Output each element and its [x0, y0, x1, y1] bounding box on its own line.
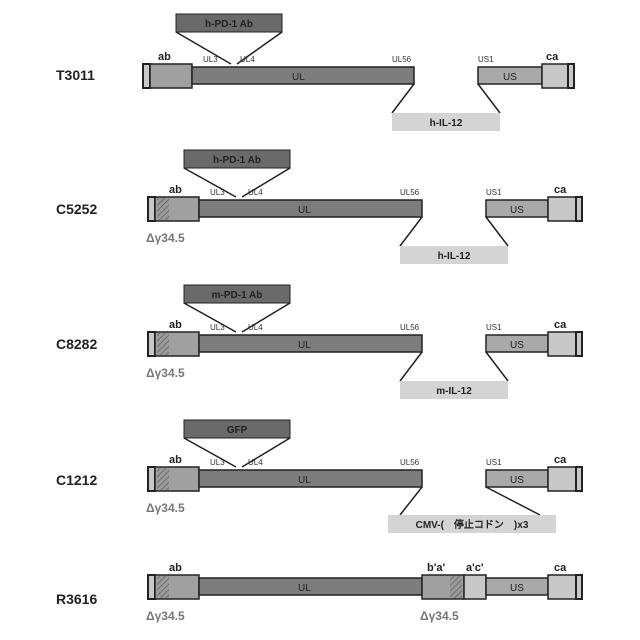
ca-region: [542, 64, 568, 88]
ab-label: ab: [158, 51, 171, 63]
bottom-insert-connector-right: [486, 217, 508, 246]
deletion-label-right: Δγ34.5: [420, 609, 459, 623]
ul-label: UL: [298, 475, 311, 486]
construct-name: C1212: [56, 472, 97, 488]
deletion-label: Δγ34.5: [146, 366, 185, 380]
construct-c5252: C5252 ab UL US ca UL3 UL4 UL56 US1 Δγ34.…: [56, 150, 582, 264]
top-insert-label: m-PD-1 Ab: [212, 290, 263, 301]
ab-label: ab: [169, 562, 182, 574]
top-insert-connector-right: [242, 303, 290, 332]
us-label: US: [510, 475, 524, 486]
bottom-insert-connector-right: [486, 487, 540, 515]
us-label: US: [503, 72, 517, 83]
top-insert-label: h-PD-1 Ab: [213, 155, 261, 166]
us-label: US: [510, 340, 524, 351]
ab-label: ab: [169, 454, 182, 466]
gene-ul56-label: UL56: [400, 188, 420, 197]
terminal-cap-left: [148, 332, 155, 356]
ab-label: ab: [169, 319, 182, 331]
gene-us1-label: US1: [486, 323, 502, 332]
deletion-hatch: [157, 468, 169, 490]
gene-ul56-label: UL56: [400, 323, 420, 332]
deletion-hatch: [157, 576, 169, 598]
ca-label: ca: [554, 184, 567, 196]
ul-label: UL: [292, 72, 305, 83]
terminal-cap-left: [148, 575, 155, 599]
us-label: US: [510, 205, 524, 216]
terminal-cap-left: [143, 64, 150, 88]
ca-region: [548, 332, 576, 356]
bottom-insert-connector-left: [400, 217, 422, 246]
gene-us1-label: US1: [486, 458, 502, 467]
construct-c1212: C1212 ab UL US ca UL3 UL4 UL56 US1 Δγ34.…: [56, 420, 582, 533]
terminal-cap-right: [576, 332, 582, 356]
ca-label: ca: [554, 562, 567, 574]
ca-label: ca: [554, 319, 567, 331]
bottom-insert-connector-right: [478, 84, 500, 113]
deletion-hatch-inner: [450, 576, 462, 598]
gene-ul56-label: UL56: [400, 458, 420, 467]
top-insert-label: h-PD-1 Ab: [205, 19, 253, 30]
deletion-hatch: [157, 333, 169, 355]
bottom-insert-label: h-IL-12: [438, 251, 471, 262]
top-insert-connector-right: [237, 32, 282, 64]
terminal-cap-right: [568, 64, 574, 88]
top-insert-label: GFP: [227, 425, 248, 436]
deletion-label: Δγ34.5: [146, 231, 185, 245]
us-label: US: [510, 583, 524, 594]
top-insert-connector-right: [242, 438, 290, 467]
bottom-insert-connector-right: [486, 352, 508, 381]
construct-name: C5252: [56, 201, 97, 217]
bottom-insert-label: h-IL-12: [430, 118, 463, 129]
inner-left-label: b'a': [427, 562, 445, 574]
construct-r3616: R3616 ab UL b'a' a'c' US ca Δγ34.5 Δγ34.…: [56, 562, 582, 623]
gene-us1-label: US1: [486, 188, 502, 197]
bottom-insert-connector-left: [392, 84, 414, 113]
ul-label: UL: [298, 583, 311, 594]
deletion-label-left: Δγ34.5: [146, 609, 185, 623]
bottom-insert-connector-left: [400, 487, 422, 515]
ca-region: [548, 467, 576, 491]
terminal-cap-right: [576, 467, 582, 491]
construct-name: T3011: [56, 67, 95, 83]
inner-right-label: a'c': [466, 562, 484, 574]
terminal-cap-right: [576, 575, 582, 599]
terminal-cap-right: [576, 197, 582, 221]
gene-ul3-label: UL3: [203, 55, 218, 64]
terminal-cap-left: [148, 467, 155, 491]
deletion-hatch: [157, 198, 169, 220]
ca-label: ca: [546, 51, 559, 63]
ul-label: UL: [298, 340, 311, 351]
ca-region: [548, 197, 576, 221]
gene-us1-label: US1: [478, 55, 494, 64]
bottom-insert-connector-left: [400, 352, 422, 381]
construct-name: R3616: [56, 591, 97, 607]
construct-name: C8282: [56, 336, 97, 352]
terminal-cap-left: [148, 197, 155, 221]
construct-t3011: T3011 ab UL US ca UL3 UL4 UL56 US1 h-PD-…: [56, 14, 574, 131]
ab-label: ab: [169, 184, 182, 196]
ul-label: UL: [298, 205, 311, 216]
bottom-insert-label: CMV-( 停止コドン )x3: [416, 518, 529, 531]
bottom-insert-label: m-IL-12: [436, 386, 472, 397]
construct-c8282: C8282 ab UL US ca UL3 UL4 UL56 US1 Δγ34.…: [56, 285, 582, 399]
deletion-label: Δγ34.5: [146, 501, 185, 515]
gene-ul56-label: UL56: [392, 55, 412, 64]
ca-region: [548, 575, 576, 599]
ab-region: [150, 64, 192, 88]
ca-label: ca: [554, 454, 567, 466]
a-prime-c-prime-region: [464, 575, 486, 599]
top-insert-connector-right: [242, 168, 290, 197]
